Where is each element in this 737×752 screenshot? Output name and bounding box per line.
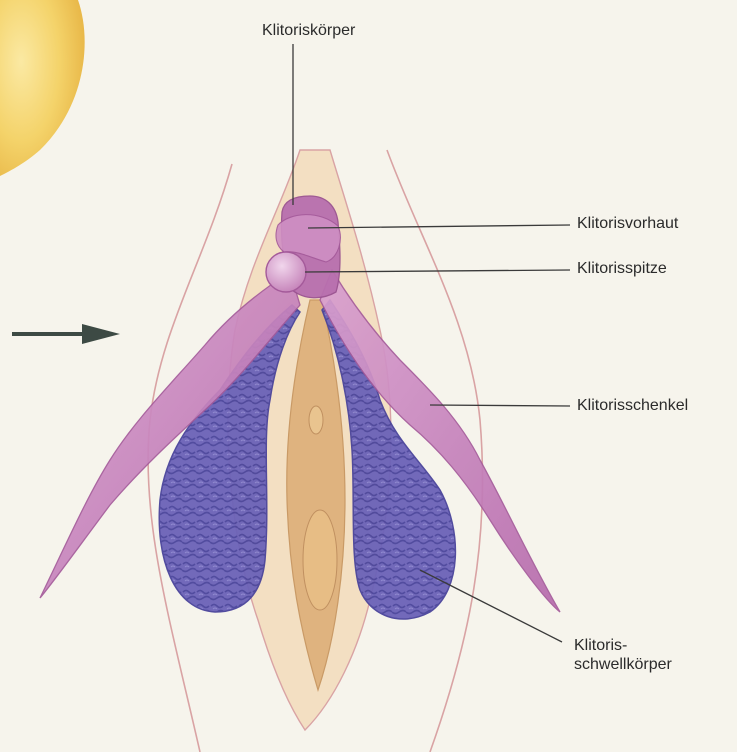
arrow-head-icon — [82, 324, 120, 344]
label-clitoral-crus: Klitorisschenkel — [577, 396, 688, 415]
label-vestibular-bulb-line2: schwellkörper — [574, 655, 672, 674]
vaginal-opening — [303, 510, 337, 610]
label-vestibular-bulb: Klitoris- schwellkörper — [574, 636, 672, 674]
label-clitoris-body: Klitoriskörper — [262, 21, 355, 40]
label-vestibular-bulb-line1: Klitoris- — [574, 636, 672, 655]
label-clitoral-glans: Klitorisspitze — [577, 259, 667, 278]
decorative-circle — [0, 0, 85, 176]
clitoral-glans — [266, 252, 306, 292]
leader-klitorisschenkel — [430, 405, 570, 406]
label-clitoral-hood: Klitorisvorhaut — [577, 214, 678, 233]
urethral-opening — [309, 406, 323, 434]
